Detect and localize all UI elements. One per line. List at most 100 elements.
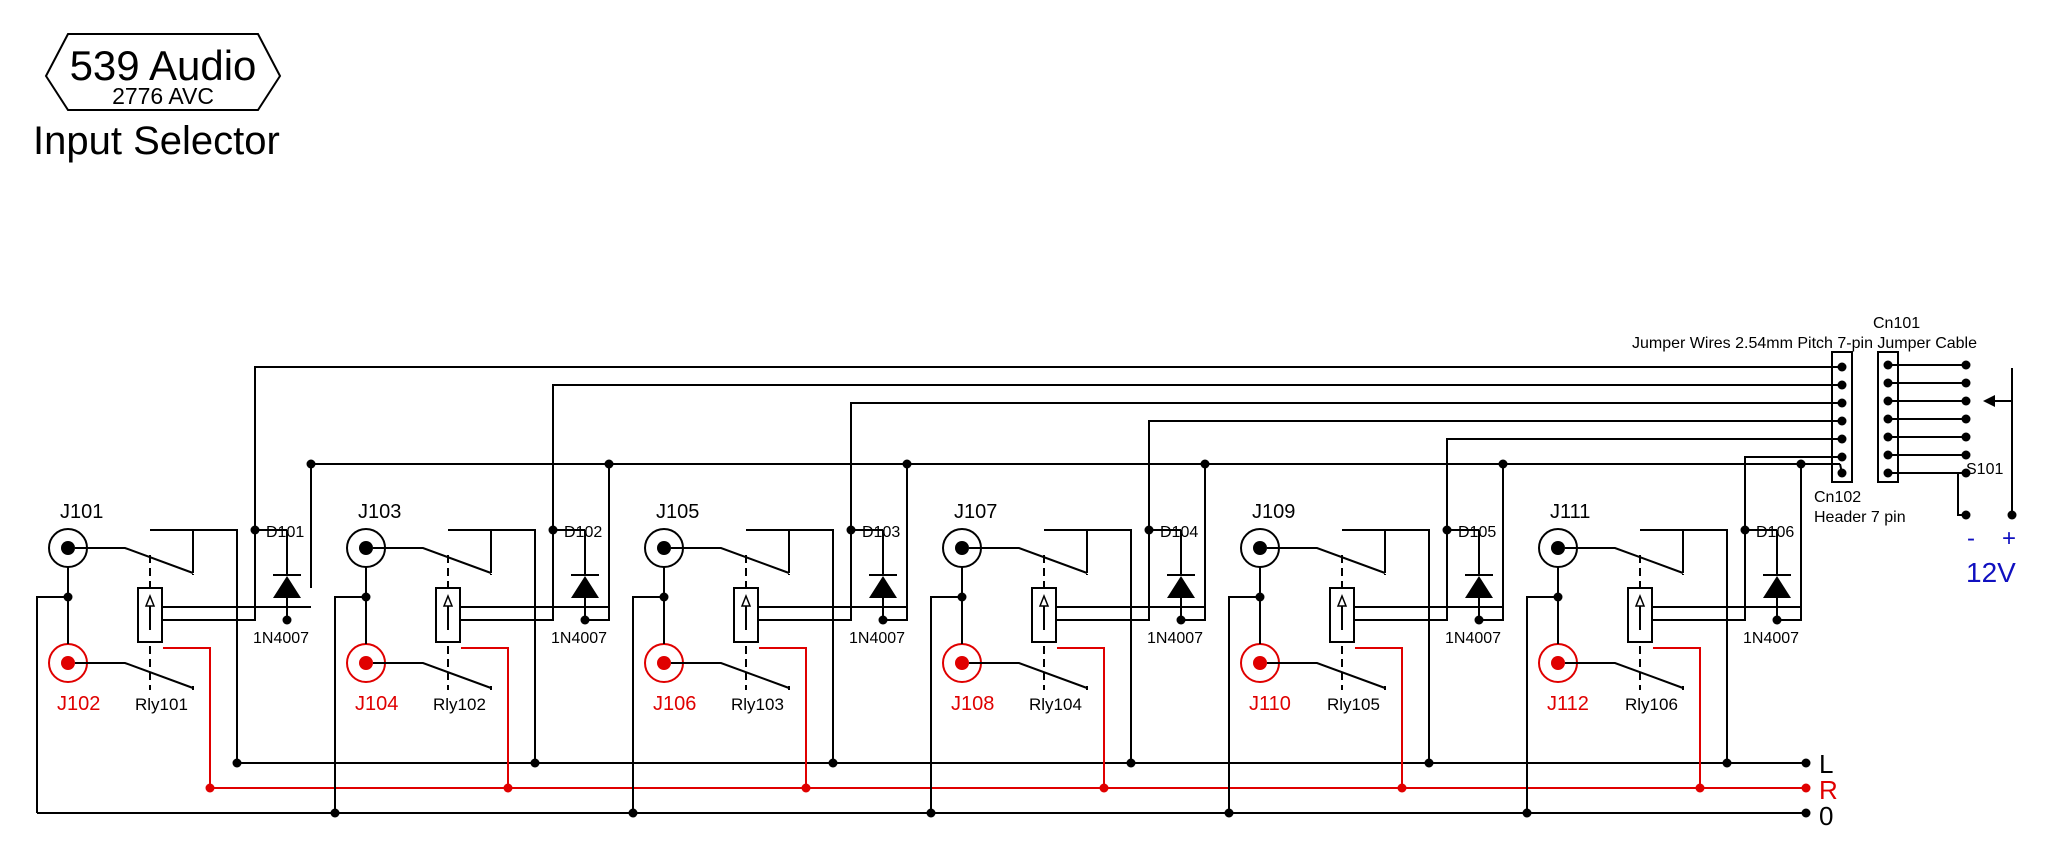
right-output-wire xyxy=(461,647,509,788)
junction-dot xyxy=(1126,758,1136,768)
relay-label: Rly101 xyxy=(135,695,188,714)
junction-dot xyxy=(1722,758,1732,768)
cn102-power-pin-link xyxy=(1839,463,1843,474)
junction-dot xyxy=(330,808,340,818)
diode-part-label: 1N4007 xyxy=(1445,630,1501,647)
junction-dot xyxy=(548,525,558,535)
junction-dot xyxy=(1498,459,1508,469)
brand-logo-outline xyxy=(44,33,282,111)
diode-label: D106 xyxy=(1756,524,1794,541)
switch-wiper-arrow xyxy=(1983,395,1995,407)
junction-dot xyxy=(232,758,242,768)
right-jack-label: J106 xyxy=(653,693,696,715)
diode-label: D101 xyxy=(266,524,304,541)
right-jack-label: J102 xyxy=(57,693,100,715)
junction-dot xyxy=(1200,459,1210,469)
junction-dot xyxy=(902,459,912,469)
right-input-jack-pin xyxy=(61,656,75,670)
power-minus-label: - xyxy=(1967,525,1975,552)
left-input-jack-pin xyxy=(1253,541,1267,555)
right-input-jack-pin xyxy=(1551,656,1565,670)
junction-dot xyxy=(282,615,292,625)
junction-dot xyxy=(1801,758,1811,768)
left-input-jack-pin xyxy=(359,541,373,555)
left-output-label: L xyxy=(1819,749,1833,779)
junction-dot xyxy=(530,758,540,768)
junction-dot xyxy=(628,808,638,818)
cn101-label: Cn101 xyxy=(1873,315,1920,332)
junction-dot xyxy=(1961,468,1971,478)
s101-label: S101 xyxy=(1966,461,2003,478)
relay-channel-5 xyxy=(1224,438,1840,818)
right-jack-label: J112 xyxy=(1547,693,1589,715)
right-switch-arm xyxy=(969,662,1088,689)
diode-symbol xyxy=(273,576,301,598)
relay-coil-arrowhead xyxy=(740,593,752,607)
right-jack-label: J110 xyxy=(1249,693,1291,715)
right-switch-arm xyxy=(671,662,790,689)
junction-dot xyxy=(503,783,513,793)
diode-label: D105 xyxy=(1458,524,1496,541)
junction-dot xyxy=(1695,783,1705,793)
right-switch-arm xyxy=(1267,662,1386,689)
diode-label: D102 xyxy=(564,524,602,541)
left-jack-label: J109 xyxy=(1252,501,1295,523)
ground-tap xyxy=(1228,596,1260,813)
coil-control-lead xyxy=(460,384,1840,621)
right-output-wire xyxy=(759,647,807,788)
junction-dot xyxy=(1522,808,1532,818)
right-switch-arm xyxy=(75,662,194,689)
left-switch-arm xyxy=(373,547,492,574)
junction-dot xyxy=(250,525,260,535)
right-input-jack-pin xyxy=(359,656,373,670)
junction-dot xyxy=(1961,396,1971,406)
coil-control-lead xyxy=(1056,420,1840,621)
relay-channel-4 xyxy=(926,420,1840,818)
junction-dot xyxy=(1837,452,1847,462)
junction-dot xyxy=(846,525,856,535)
diode-power-wire xyxy=(1479,464,1504,621)
left-input-jack-pin xyxy=(1551,541,1565,555)
diode-power-wire xyxy=(1181,464,1206,621)
junction-dot xyxy=(828,758,838,768)
diode-part-label: 1N4007 xyxy=(551,630,607,647)
right-output-wire xyxy=(1057,647,1105,788)
brand-name: 539 Audio xyxy=(70,42,257,89)
relay-label: Rly106 xyxy=(1625,695,1678,714)
diode-label: D103 xyxy=(862,524,900,541)
ground-tap xyxy=(930,596,962,813)
relay-label: Rly104 xyxy=(1029,695,1082,714)
junction-dot xyxy=(1442,525,1452,535)
cn102-description: Header 7 pin xyxy=(1814,509,1906,526)
junction-dot xyxy=(1961,378,1971,388)
diode-symbol xyxy=(869,576,897,598)
left-switch-arm xyxy=(1267,547,1386,574)
junction-dot xyxy=(1961,450,1971,460)
relay-coil-arrowhead xyxy=(1038,593,1050,607)
left-input-jack-pin xyxy=(657,541,671,555)
diode-symbol xyxy=(1465,576,1493,598)
right-output-wire xyxy=(1653,647,1701,788)
ground-tap xyxy=(1526,596,1558,813)
coil-control-lead xyxy=(758,402,1840,621)
diode-symbol xyxy=(571,576,599,598)
ground-tap xyxy=(36,596,68,813)
right-output-wire xyxy=(1355,647,1403,788)
junction-dot xyxy=(1837,434,1847,444)
relay-coil-arrowhead xyxy=(144,593,156,607)
ground-tap xyxy=(632,596,664,813)
left-jack-label: J107 xyxy=(954,501,997,523)
junction-dot xyxy=(1837,416,1847,426)
junction-dot xyxy=(604,459,614,469)
right-switch-arm xyxy=(373,662,492,689)
junction-dot xyxy=(801,783,811,793)
cn102-header xyxy=(1831,351,1853,483)
left-output-wire xyxy=(759,529,834,763)
left-input-jack-pin xyxy=(955,541,969,555)
left-output-wire xyxy=(1355,529,1430,763)
relay-coil-arrowhead xyxy=(1634,593,1646,607)
power-voltage-label: 12V xyxy=(1966,557,2016,588)
right-input-jack-pin xyxy=(657,656,671,670)
junction-dot xyxy=(1961,432,1971,442)
ground-output-label: 0 xyxy=(1819,801,1833,831)
